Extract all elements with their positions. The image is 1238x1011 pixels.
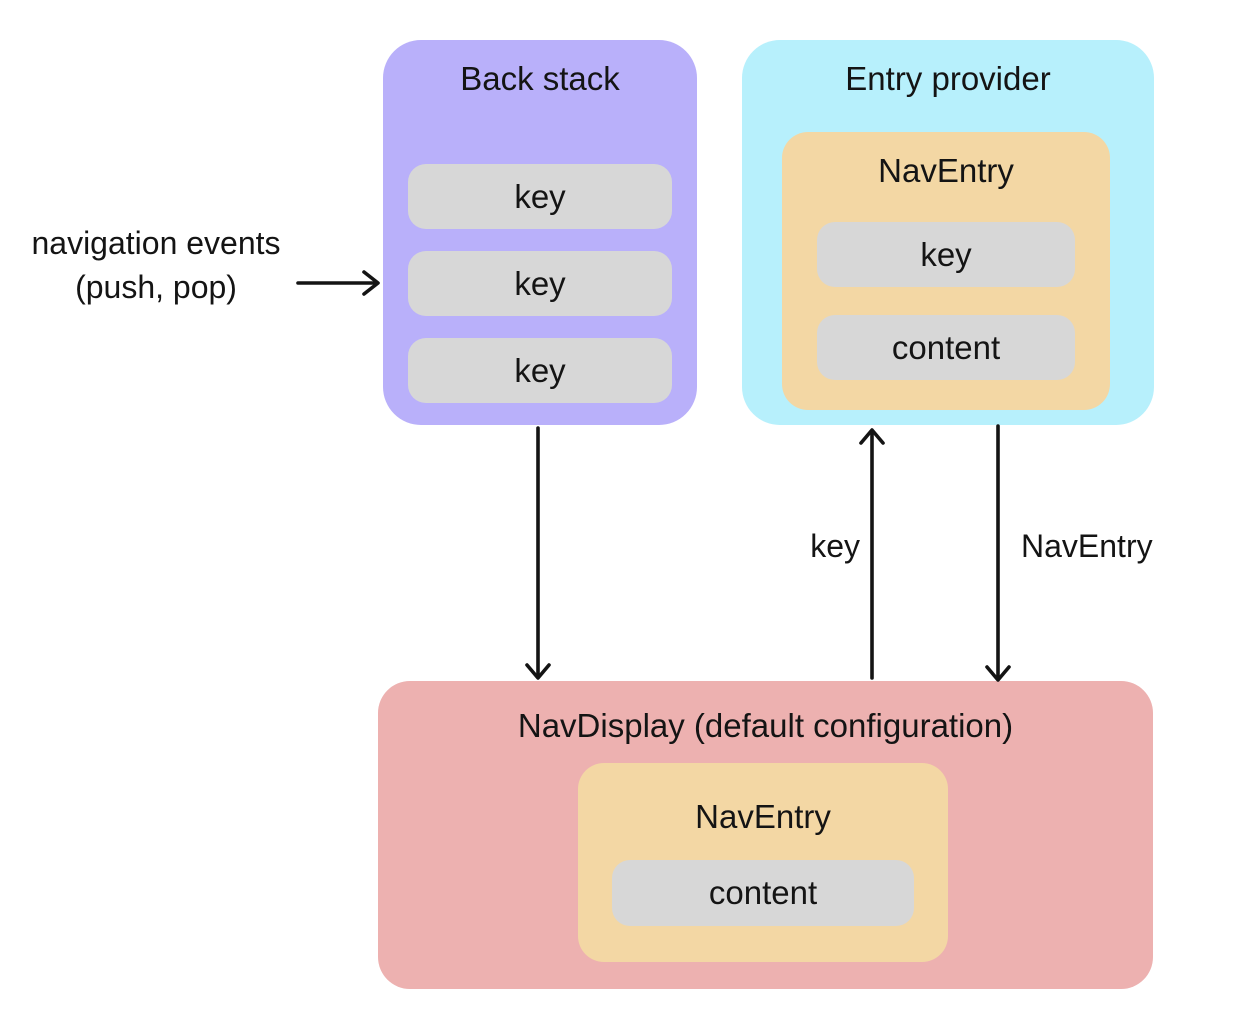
entry-provider-naventry-title: NavEntry [878,152,1014,189]
back-stack-key-pill-3: key [408,338,672,403]
entry-provider-title: Entry provider [845,60,1051,97]
entry-provider-box: Entry provider NavEntry key content [742,40,1154,425]
navigation-events-label: navigation events (push, pop) [8,221,304,309]
key-arrow-label: key [810,528,860,564]
nav-display-naventry-box: NavEntry content [578,763,948,962]
navigation-events-arrow [296,270,380,296]
backstack-to-navdisplay-arrow [525,426,551,680]
nav-display-box: NavDisplay (default configuration) NavEn… [378,681,1153,989]
entry-provider-content-pill: content [817,315,1075,380]
entry-provider-naventry-box: NavEntry key content [782,132,1110,410]
nav-display-content-pill: content [612,860,914,926]
back-stack-title: Back stack [460,60,620,97]
navigation-events-line1: navigation events [31,225,281,261]
nav-display-naventry-title: NavEntry [695,798,831,835]
back-stack-key-pill-2: key [408,251,672,316]
navigation-events-line2: (push, pop) [75,269,237,305]
entry-provider-key-pill: key [817,222,1075,287]
entryprovider-to-navdisplay-naventry-arrow [985,424,1011,682]
back-stack-key-pill-1: key [408,164,672,229]
nav-display-title: NavDisplay (default configuration) [517,707,1014,744]
naventry-arrow-label: NavEntry [1021,528,1153,564]
back-stack-box: Back stack key key key [383,40,697,425]
navdisplay-to-entryprovider-key-arrow [859,428,885,680]
